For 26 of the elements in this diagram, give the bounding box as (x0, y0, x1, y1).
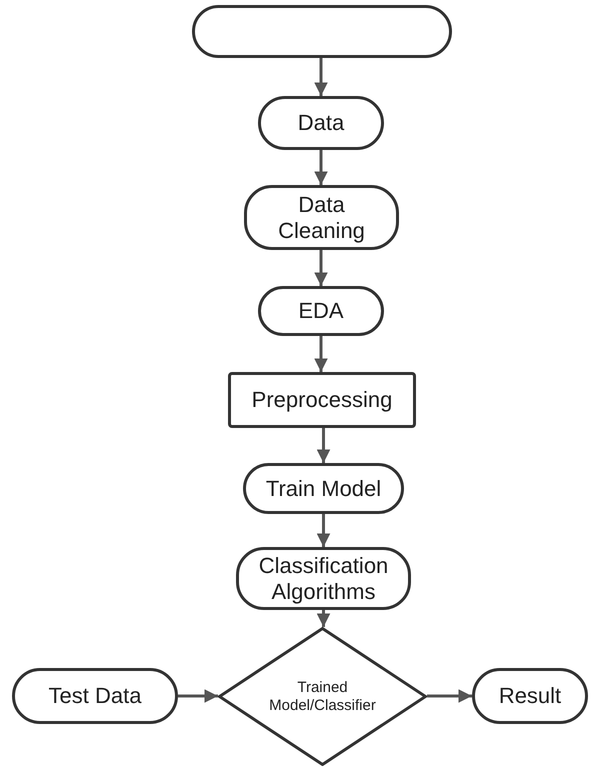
terminator-box (258, 286, 384, 336)
process-box (236, 547, 411, 610)
terminator-box (258, 96, 384, 150)
process-box (228, 372, 416, 428)
arrow (316, 514, 330, 547)
arrow (427, 689, 472, 703)
node-label: Classification Algorithms (258, 553, 390, 604)
arrow (314, 336, 328, 372)
node-label: Result (498, 683, 562, 709)
arrow (314, 150, 328, 185)
arrow (316, 428, 330, 463)
terminator-box (243, 463, 404, 514)
arrow (178, 689, 218, 703)
decision-diamond (218, 627, 427, 766)
node-label: EDA (297, 298, 345, 324)
node-label: Test Data (48, 683, 142, 709)
terminator-box (192, 5, 452, 58)
node-label: Data (296, 110, 346, 136)
node-label: Trained Model/Classifier (268, 679, 377, 714)
arrow (314, 250, 328, 286)
arrow (316, 610, 330, 627)
node-label: Data Cleaning (277, 192, 366, 243)
node-label: Preprocessing (250, 387, 394, 413)
process-box (244, 185, 399, 250)
arrow (314, 58, 328, 96)
node-label: Train Model (264, 476, 382, 502)
